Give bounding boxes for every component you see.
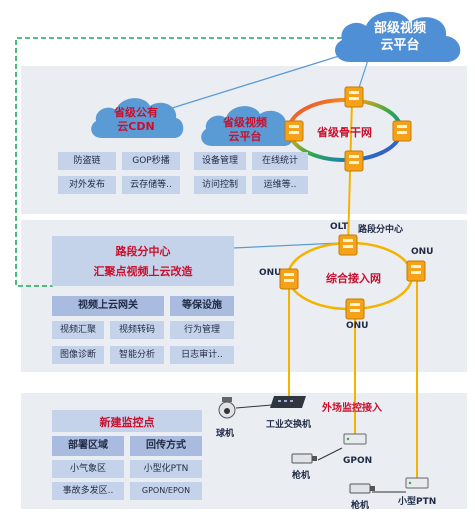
security-header: 等保设施 bbox=[170, 296, 234, 316]
cloud-icon bbox=[91, 98, 184, 138]
link-switch-ballcam bbox=[235, 404, 273, 409]
camera-icon bbox=[291, 453, 317, 464]
router-icon bbox=[406, 260, 426, 282]
ptn-label: 小型PTN bbox=[398, 497, 437, 507]
center-box bbox=[52, 236, 234, 286]
router-icon bbox=[344, 86, 364, 108]
router-icon bbox=[345, 298, 365, 320]
onu-label: ONU bbox=[411, 247, 434, 257]
method-cell: 小型化PTN bbox=[130, 460, 202, 478]
switch-icon bbox=[270, 396, 306, 408]
router-icon bbox=[344, 150, 364, 172]
section-feature-chip: 视频汇聚 bbox=[52, 321, 104, 339]
section-feature-chip: 图像诊断 bbox=[52, 346, 104, 364]
ball-camera-label: 球机 bbox=[216, 429, 235, 439]
area-cell: 小气象区 bbox=[52, 460, 124, 478]
gpon-label: GPON bbox=[343, 456, 373, 466]
dashed-backhaul-link bbox=[15, 37, 350, 287]
router-icon bbox=[405, 477, 429, 489]
top-cloud-label: 部级视频 云平台 bbox=[373, 21, 426, 53]
router-icon bbox=[338, 234, 358, 256]
cdn-feature-chip: 防盗链 bbox=[58, 152, 116, 170]
center-title: 路段分中心 bbox=[115, 245, 171, 258]
backbone-label: 省级骨干网 bbox=[317, 126, 372, 139]
area-cell: 事故多发区.. bbox=[52, 482, 124, 500]
video-feature-chip: 运维等.. bbox=[252, 176, 308, 194]
camera-icon bbox=[349, 483, 375, 494]
onu-label: ONU bbox=[259, 268, 282, 278]
method-header: 回传方式 bbox=[130, 436, 202, 456]
cloud-icon bbox=[335, 11, 461, 63]
gateway-header: 视频上云网关 bbox=[52, 296, 164, 316]
video-feature-chip: 设备管理 bbox=[194, 152, 246, 170]
field-access-label: 外场监控接入 bbox=[322, 403, 382, 414]
olt-label: OLT bbox=[330, 222, 349, 232]
section-feature-chip: 日志审计.. bbox=[170, 346, 234, 364]
section-feature-chip: 行为管理 bbox=[170, 321, 234, 339]
gun-camera-label-2: 枪机 bbox=[351, 501, 370, 511]
link-topcloud-cdn bbox=[139, 51, 353, 119]
router-icon bbox=[284, 120, 304, 142]
access-ring-label: 综合接入网 bbox=[326, 272, 381, 285]
method-cell: GPON/EPON bbox=[130, 482, 202, 500]
link-backbone-olt bbox=[347, 99, 353, 247]
cdn-feature-chip: GOP秒播 bbox=[122, 152, 180, 170]
field-title: 新建监控点 bbox=[99, 416, 155, 429]
section-feature-chip: 视频转码 bbox=[110, 321, 164, 339]
gun-camera-label-1: 枪机 bbox=[292, 471, 311, 481]
router-icon bbox=[279, 268, 299, 290]
link-center-olt bbox=[232, 242, 341, 249]
cdn-cloud-label: 省级公有 云CDN bbox=[114, 106, 158, 133]
camera-icon bbox=[218, 397, 236, 419]
field-title-box bbox=[52, 410, 202, 432]
center-device-label: 路段分中心 bbox=[358, 225, 404, 235]
cdn-feature-chip: 对外发布 bbox=[58, 176, 116, 194]
cdn-feature-chip: 云存储等.. bbox=[122, 176, 180, 194]
center-subtitle: 汇聚点视频上云改造 bbox=[93, 265, 193, 278]
link-gpon-guncam bbox=[317, 447, 343, 461]
onu-label: ONU bbox=[346, 321, 369, 331]
area-header: 部署区域 bbox=[52, 436, 124, 456]
video-feature-chip: 在线统计 bbox=[252, 152, 308, 170]
cloud-icon bbox=[201, 106, 294, 146]
router-icon bbox=[392, 120, 412, 142]
video-feature-chip: 访问控制 bbox=[194, 176, 246, 194]
section-feature-chip: 智能分析 bbox=[110, 346, 164, 364]
video-cloud-label: 省级视频 云平台 bbox=[223, 116, 267, 143]
switch-label: 工业交换机 bbox=[266, 420, 312, 430]
router-icon bbox=[343, 433, 367, 445]
